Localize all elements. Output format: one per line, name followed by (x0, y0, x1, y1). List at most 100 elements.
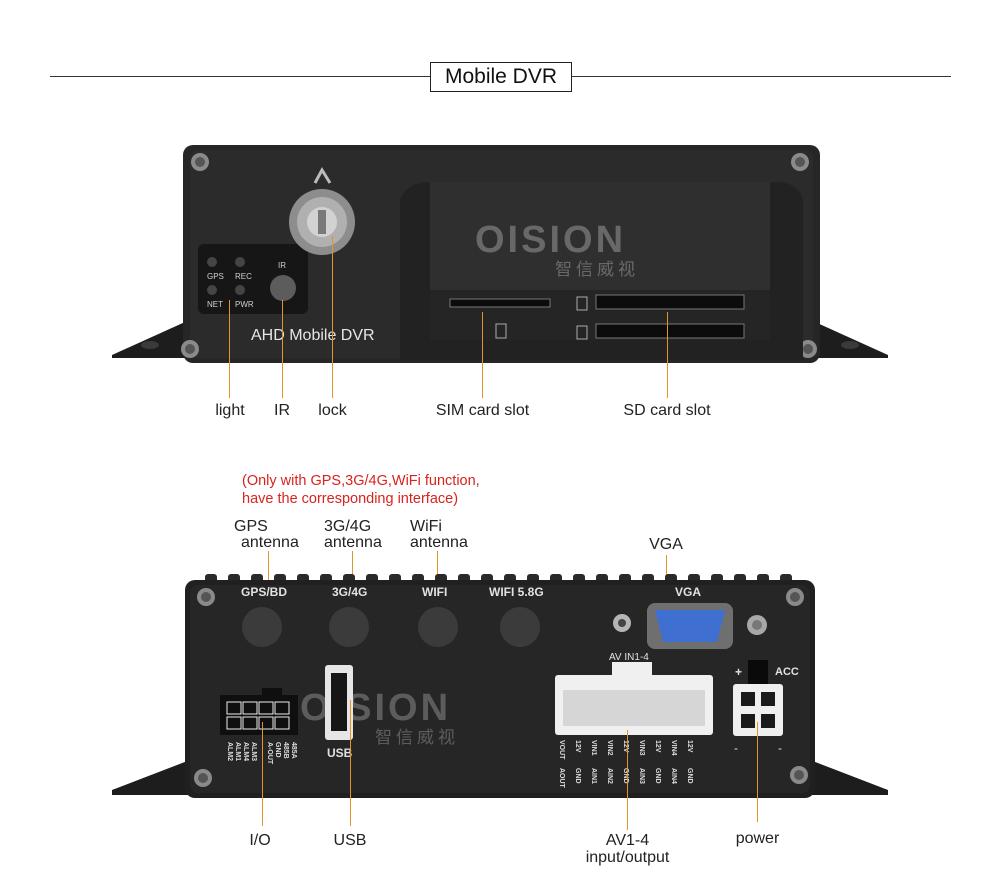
sim-card-slot (449, 298, 551, 308)
io-pin-grid (226, 701, 290, 730)
av-pin-label: 12V (654, 740, 661, 753)
sd-card-slot-2 (595, 323, 745, 339)
callout-line-light (229, 300, 230, 398)
av-pin-label: 12V (686, 740, 693, 753)
label-plus: + (735, 665, 742, 679)
callout-vga: VGA (649, 536, 683, 553)
callout-io: I/O (249, 832, 271, 849)
callout-ir: IR (274, 402, 290, 419)
page-title: Mobile DVR (430, 62, 572, 92)
ir-label: IR (278, 261, 286, 270)
callout-3g4g-antenna-line2: antenna (324, 534, 382, 551)
interface-note-line1: (Only with GPS,3G/4G,WiFi function, (242, 473, 480, 489)
av-pin-label: VOUT (558, 740, 565, 760)
io-pin-label: 485B (282, 742, 289, 759)
io-pin-label: ALM2 (226, 742, 233, 761)
screw-icon (194, 588, 808, 787)
led-gps-icon (207, 257, 217, 267)
callout-usb: USB (333, 832, 367, 849)
av-pin-label: GND (654, 768, 661, 784)
device-label: AHD Mobile DVR (251, 327, 375, 344)
back-left-flange (112, 760, 190, 795)
led-pwr-icon (235, 285, 245, 295)
wifi58-antenna-connector-icon (500, 607, 540, 647)
3g4g-antenna-connector-icon (329, 607, 369, 647)
av-pin-label: AIN4 (670, 768, 677, 784)
callout-line-usb (350, 700, 351, 826)
callout-3g4g-antenna-line1: 3G/4G (324, 518, 372, 535)
io-pin-label: ALM1 (234, 742, 241, 761)
av-pin-label: 12V (574, 740, 581, 753)
label-minus-left: - (734, 741, 738, 755)
callout-line-lock (332, 236, 333, 398)
led-label-pwr: PWR (235, 300, 254, 309)
av-pin-label: VIN2 (606, 740, 613, 756)
callout-line-io (262, 722, 263, 826)
label-3g4g: 3G/4G (332, 585, 367, 599)
watermark-cn: 智信威视 (555, 260, 639, 279)
callout-gps-antenna-line2: antenna (241, 534, 299, 551)
back-right-flange (810, 760, 888, 795)
label-usb: USB (327, 746, 353, 760)
callout-lock: lock (318, 402, 347, 419)
label-gps-bd: GPS/BD (241, 585, 287, 599)
led-net-icon (207, 285, 217, 295)
callout-line-power (757, 722, 758, 822)
front-left-flange (112, 322, 185, 358)
acc-switch (748, 660, 768, 686)
av-pin-label: GND (574, 768, 581, 784)
watermark-brand: OISION (475, 219, 626, 261)
callout-line-sd (667, 312, 668, 398)
callout-sd-card-slot: SD card slot (623, 402, 711, 419)
callout-wifi-antenna-line2: antenna (410, 534, 468, 551)
io-pin-label: ALM3 (250, 742, 257, 761)
wifi-antenna-connector-icon (418, 607, 458, 647)
power-connector (733, 684, 783, 736)
led-label-rec: REC (235, 272, 252, 281)
sd-card-slot-1 (595, 294, 745, 310)
watermark-cn: 智信威视 (375, 728, 459, 747)
led-label-net: NET (207, 300, 223, 309)
av-pin-label: AOUT (558, 768, 565, 789)
av-pin-label: VIN1 (590, 740, 597, 756)
callout-line-ir (282, 300, 283, 398)
watermark-brand: OISION (300, 687, 451, 729)
label-vga: VGA (675, 585, 701, 599)
led-rec-icon (235, 257, 245, 267)
callout-sim-card-slot: SIM card slot (435, 402, 530, 419)
sim-icon (495, 323, 507, 339)
callout-av-line1: AV1-4 (605, 832, 650, 849)
av-pin-label: AIN2 (606, 768, 613, 784)
interface-note-line2: have the corresponding interface) (242, 491, 459, 507)
av-pin-label: AIN1 (590, 768, 597, 784)
av-pin-label: 12V (622, 740, 629, 753)
front-right-flange (815, 322, 888, 358)
title-rule-left (50, 76, 430, 77)
callout-gps-antenna-line1: GPS (234, 518, 268, 535)
label-wifi58: WIFI 5.8G (489, 585, 544, 599)
sd-icon (576, 296, 588, 311)
av-pin-label: GND (686, 768, 693, 784)
label-av-in: AV IN1-4 (609, 652, 649, 663)
key-lock-icon (289, 166, 355, 255)
io-pin-label: ALM4 (242, 742, 249, 761)
av-pin-label: VIN3 (638, 740, 645, 756)
callout-line-sim (482, 312, 483, 398)
title-rule-right (571, 76, 951, 77)
io-pin-label: GND (274, 742, 281, 758)
av-pin-label: GND (622, 768, 629, 784)
callout-wifi-antenna-line1: WiFi (410, 518, 442, 535)
led-label-gps: GPS (207, 272, 224, 281)
av-pin-label: VIN4 (670, 740, 677, 756)
label-wifi: WIFI (422, 585, 447, 599)
av-pin-label: AIN3 (638, 768, 645, 784)
callout-av-line2: input/output (585, 849, 670, 866)
ir-sensor-icon (270, 275, 296, 301)
gps-antenna-connector-icon (242, 607, 282, 647)
label-minus-right: - (778, 741, 782, 755)
sd-icon (576, 325, 588, 340)
io-pin-label: A-OUT (266, 742, 273, 765)
callout-light: light (215, 402, 245, 419)
